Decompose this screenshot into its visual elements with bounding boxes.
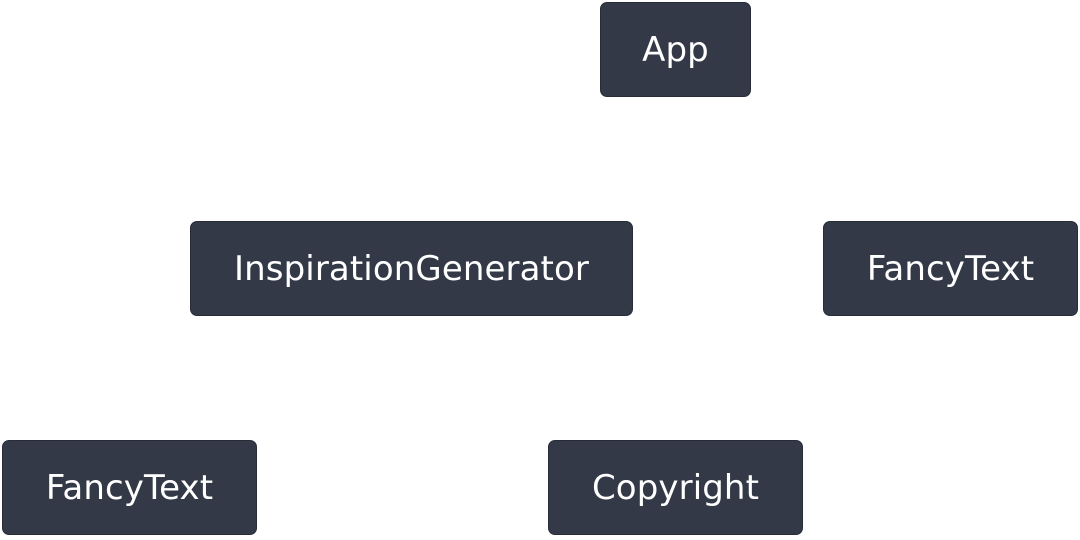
- node-copyright: Copyright: [548, 440, 803, 535]
- node-inspiration-generator: InspirationGenerator: [190, 221, 633, 316]
- node-label-fancytext-left: FancyText: [45, 467, 214, 508]
- node-fancytext-left: FancyText: [2, 440, 257, 535]
- node-label-app: App: [642, 29, 709, 70]
- node-label-fancytext-right: FancyText: [866, 248, 1035, 289]
- node-label-inspiration-generator: InspirationGenerator: [234, 248, 589, 289]
- node-app: App: [600, 2, 751, 97]
- node-label-copyright: Copyright: [591, 467, 760, 508]
- node-fancytext-right: FancyText: [823, 221, 1078, 316]
